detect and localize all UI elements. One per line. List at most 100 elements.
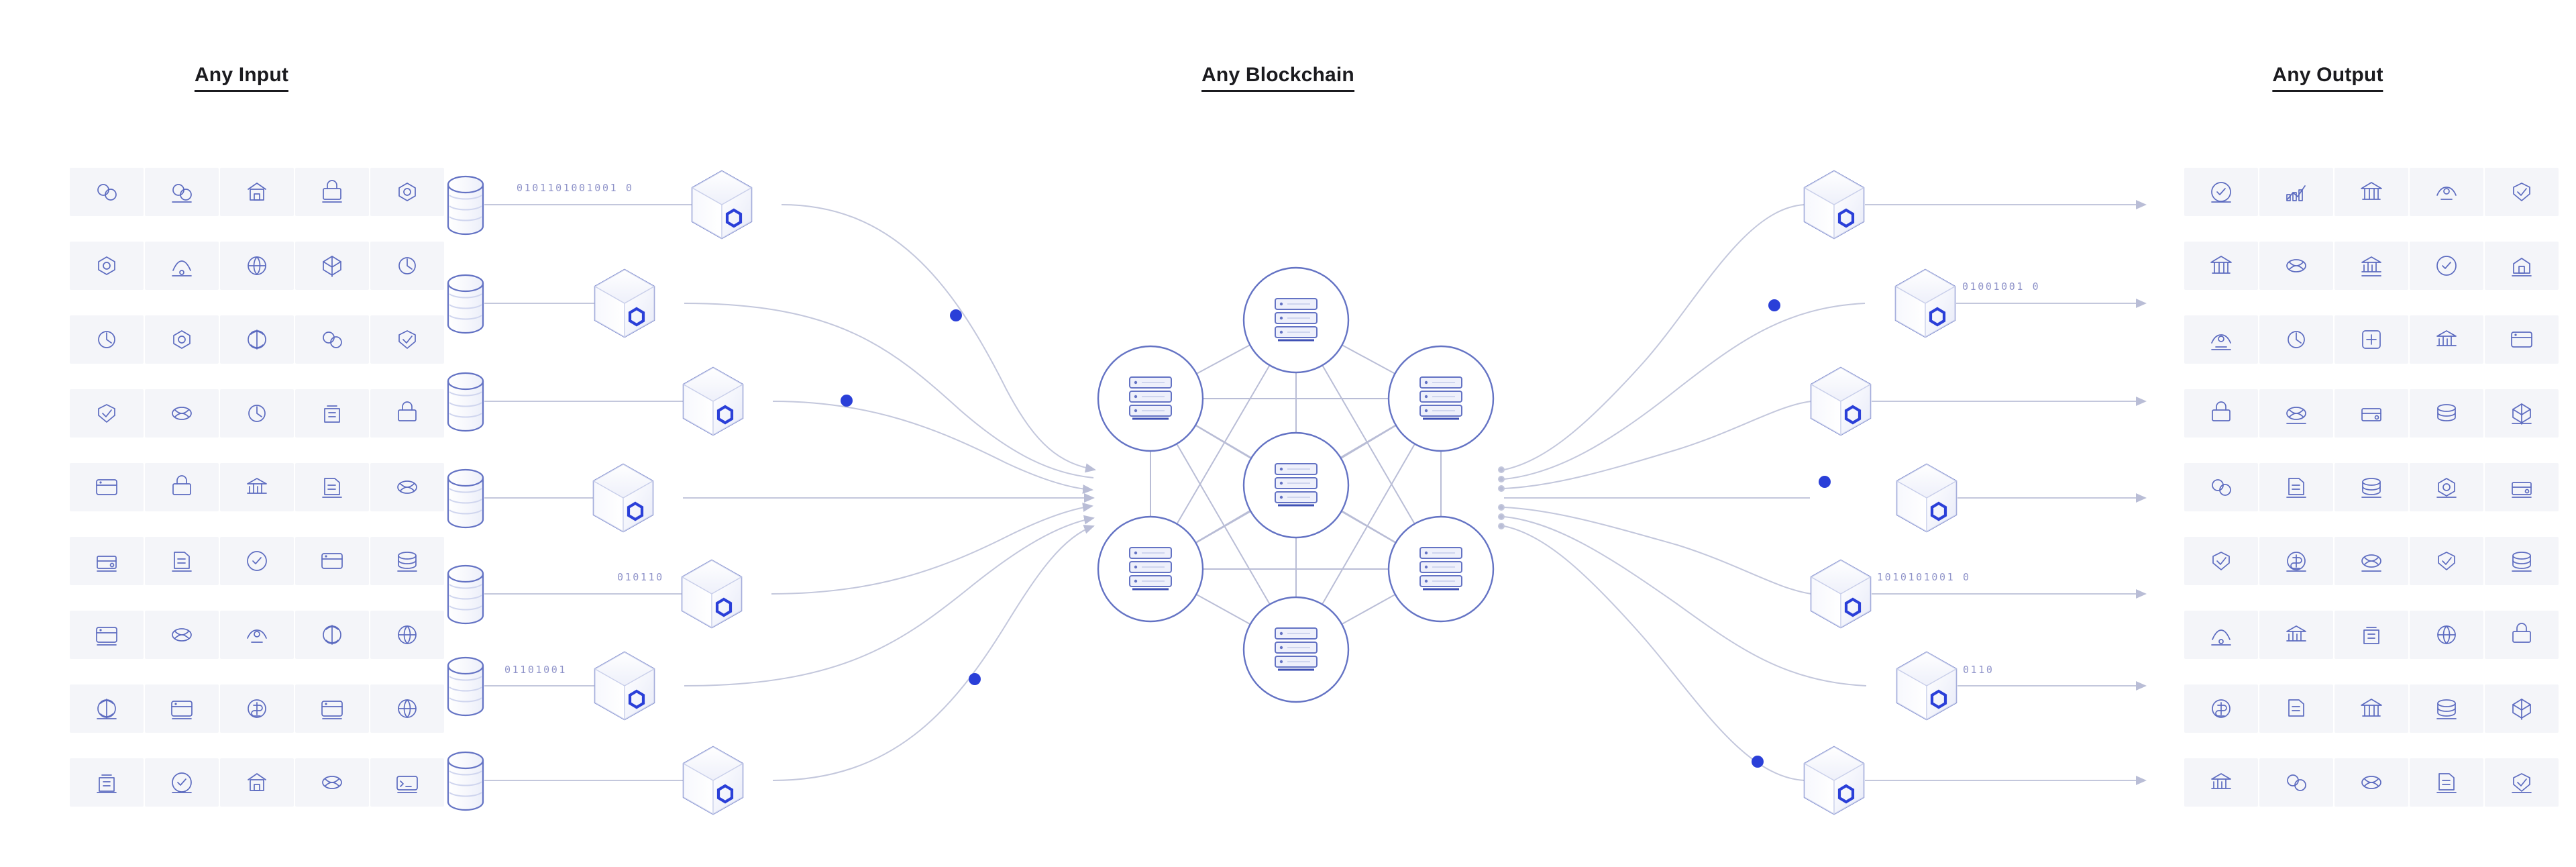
city-buildings-icon	[2485, 537, 2559, 585]
database-icon	[2184, 463, 2258, 511]
heading-any-output: Any Output	[2272, 64, 2383, 92]
storage-container-icon	[295, 463, 369, 511]
mining-rig-icon	[295, 684, 369, 733]
bank-transfer-icon	[2410, 168, 2483, 216]
blocks-cubes-icon	[2259, 537, 2333, 585]
telescope-icon	[145, 389, 219, 438]
input-binary-label-5: 010110	[617, 571, 664, 583]
node-center	[1242, 431, 1350, 539]
user-card-icon	[370, 758, 444, 807]
global-dollar-icon	[2259, 758, 2333, 807]
analytics-chart-icon	[70, 168, 144, 216]
dai-coin-icon	[2410, 537, 2483, 585]
tether-icon	[2334, 463, 2408, 511]
gold-bars-icon	[370, 389, 444, 438]
euro-sign-icon	[2485, 315, 2559, 364]
landscape-photo-icon	[370, 242, 444, 290]
dollar-sign-icon	[2334, 168, 2408, 216]
bank-dome-icon	[2259, 463, 2333, 511]
output-flow-accent-dots	[1752, 299, 1831, 768]
server-rack-icon	[2485, 463, 2559, 511]
globe-icon	[2410, 315, 2483, 364]
output-icon-grid	[2184, 168, 2559, 807]
insurance-umbrella-people-icon	[145, 315, 219, 364]
verified-card-icon	[2259, 242, 2333, 290]
receipt-icon	[2410, 684, 2483, 733]
industrial-plant-icon	[370, 684, 444, 733]
checklist-screen-icon	[2334, 315, 2408, 364]
capitol-building-icon	[2485, 389, 2559, 438]
output-exit-lines	[1865, 200, 2147, 785]
payment-terminal-icon	[2259, 168, 2333, 216]
government-dome-icon	[2334, 611, 2408, 659]
node-lower-right	[1387, 515, 1495, 623]
document-search-icon	[2184, 315, 2258, 364]
medical-monitor-icon	[220, 684, 294, 733]
cloud-lock-icon	[2184, 389, 2258, 438]
soccer-ball-icon	[220, 611, 294, 659]
server-units-icon	[2334, 684, 2408, 733]
bitcoin-icon	[2259, 389, 2333, 438]
growth-coins-chart-icon	[295, 168, 369, 216]
heading-any-input: Any Input	[194, 64, 289, 92]
output-block-column	[1805, 171, 1956, 814]
car-insurance-icon	[145, 242, 219, 290]
database-sync-icon	[295, 611, 369, 659]
stethoscope-icon	[370, 537, 444, 585]
network-lock-icon	[2184, 758, 2258, 807]
node-lower-left	[1097, 515, 1204, 623]
global-bank-icon	[2410, 389, 2483, 438]
delivery-timer-truck-icon	[295, 315, 369, 364]
input-binary-label-1: 0101101001001 0	[517, 182, 633, 194]
gem-network-icon	[370, 463, 444, 511]
node-upper-left	[1097, 345, 1204, 452]
network-nodes	[1097, 266, 1495, 703]
map-location-icon	[70, 684, 144, 733]
cloud-check-icon	[2184, 611, 2258, 659]
bridge-icon	[2485, 684, 2559, 733]
yen-sign-icon	[2259, 684, 2333, 733]
solar-panel-icon	[70, 242, 144, 290]
input-flow-accent-dots	[841, 309, 981, 685]
solar-field-icon	[220, 537, 294, 585]
video-send-icon	[2485, 611, 2559, 659]
invoice-document-icon	[220, 168, 294, 216]
money-fly-icon	[2259, 315, 2333, 364]
node-top	[1242, 266, 1350, 374]
compass-icon	[370, 168, 444, 216]
money-transfer-icon	[145, 463, 219, 511]
wallet-icon	[2410, 463, 2483, 511]
output-binary-label-6: 0110	[1963, 664, 1994, 676]
earnings-laptop-icon	[145, 537, 219, 585]
ethereum-icon	[2334, 242, 2408, 290]
hard-drive-icon	[2334, 758, 2408, 807]
input-binary-label-6: 01101001	[504, 664, 567, 676]
bank-classic-icon	[2485, 242, 2559, 290]
money-coins-icon	[145, 168, 219, 216]
coins-stack-icon	[2485, 758, 2559, 807]
pound-sign-icon	[2410, 611, 2483, 659]
node-bottom	[1242, 596, 1350, 703]
input-icon-grid	[70, 168, 444, 807]
code-window-icon	[145, 758, 219, 807]
node-upper-right	[1387, 345, 1495, 452]
news-window-icon	[2410, 758, 2483, 807]
heartbeat-cloud-icon	[220, 758, 294, 807]
football-icon	[295, 537, 369, 585]
basketball-hoop-icon	[70, 463, 144, 511]
server-cloud-icon	[2485, 168, 2559, 216]
temperature-sensor-icon	[70, 758, 144, 807]
heading-any-blockchain: Any Blockchain	[1201, 64, 1354, 92]
settings-cloud-icon	[2184, 537, 2258, 585]
global-transport-icon	[70, 389, 144, 438]
bitcoin-blocks-icon	[145, 684, 219, 733]
binary-people-icon	[220, 389, 294, 438]
money-photo-icon	[295, 758, 369, 807]
stock-monitor-icon	[2334, 389, 2408, 438]
terminal-window-icon	[2410, 242, 2483, 290]
output-binary-label-2: 01001001 0	[1962, 280, 2040, 293]
input-converging-curves	[683, 204, 1096, 781]
gears-icon	[2334, 537, 2408, 585]
